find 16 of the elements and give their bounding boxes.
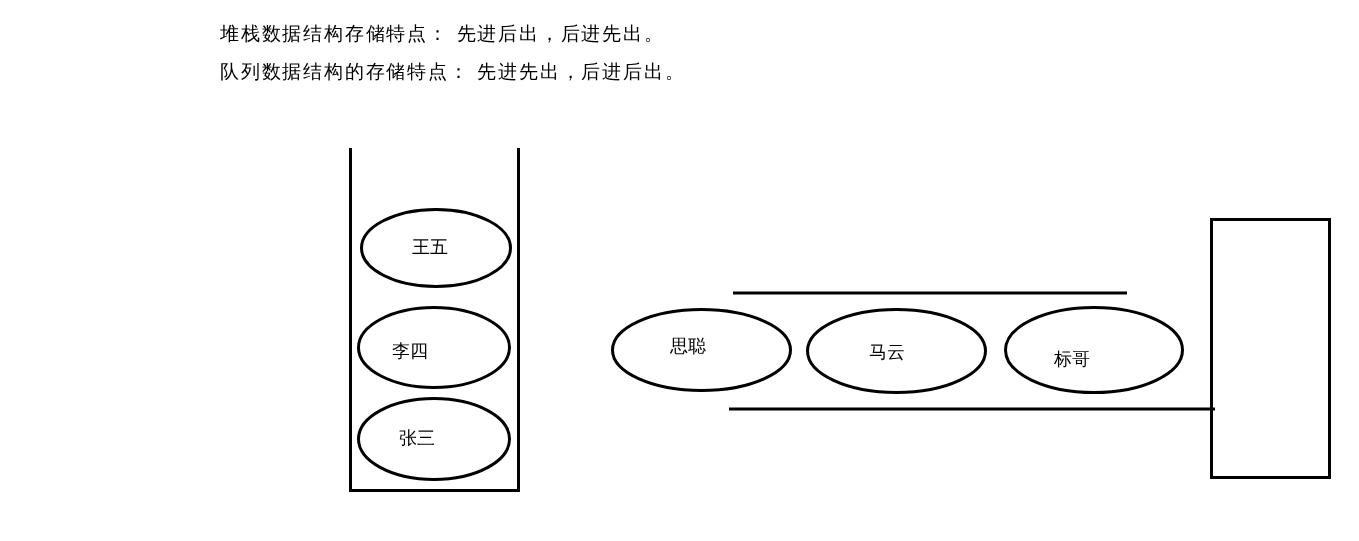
name-text: 李四 (392, 339, 428, 362)
name-text: 标哥 (1054, 348, 1090, 370)
name-ellipse (806, 308, 987, 394)
name-ellipse (1004, 306, 1184, 394)
name-text: 思聪 (669, 335, 706, 357)
name-text: 张三 (399, 427, 435, 449)
name-text: 马云 (868, 341, 905, 363)
name-ellipse (360, 208, 512, 288)
name-ellipse (611, 308, 792, 392)
name-text: 王五 (412, 236, 448, 258)
name-ellipse (357, 306, 511, 389)
rectangle-box (1210, 218, 1331, 479)
stack-container (349, 148, 520, 492)
note-text: 堆栈数据结构存储特点： 先进后出，后进先出。 (220, 22, 665, 45)
name-ellipse (357, 397, 511, 481)
note-text: 队列数据结构的存储特点： 先进先出，后进后出。 (220, 60, 686, 83)
